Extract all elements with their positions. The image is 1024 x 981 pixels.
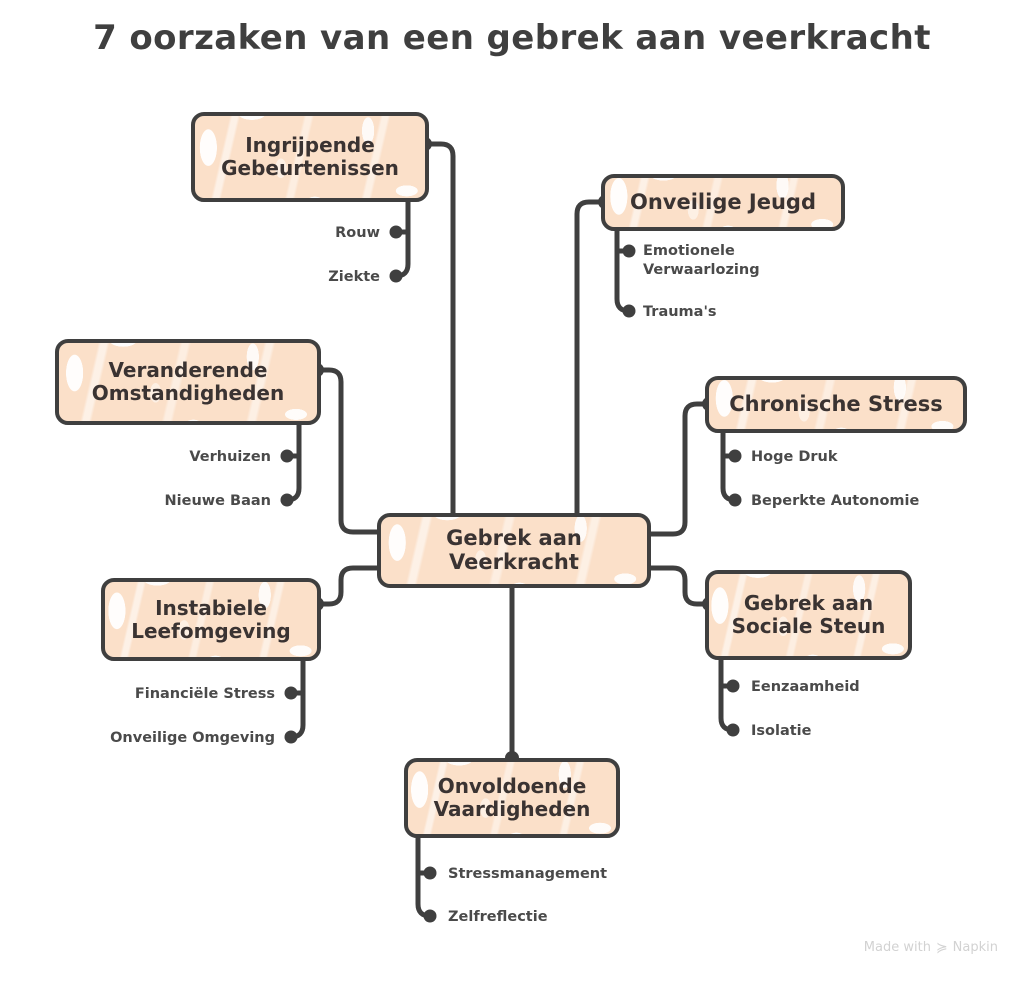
watermark-text: Made with: [863, 940, 931, 955]
node-onveilige-jeugd[interactable]: Onveilige Jeugd: [601, 174, 845, 231]
node-label-line1: Instabiele: [155, 595, 267, 620]
dot-gs-2: [726, 723, 740, 737]
dot-ig-2: [389, 269, 403, 283]
node-label-line2: Veerkracht: [449, 549, 579, 574]
dot-cs-2: [728, 493, 742, 507]
node-label-line1: Gebrek aan: [743, 591, 874, 616]
node-label: Instabiele Leefomgeving: [121, 595, 300, 643]
subitem-financiele-stress[interactable]: Financiële Stress: [134, 686, 275, 702]
subline-il-2: [288, 690, 306, 740]
page-title: 7 oorzaken van een gebrek aan veerkracht: [93, 18, 931, 58]
subitem-emotionele-verwaarlozing[interactable]: Emotionele Verwaarlozing: [643, 242, 760, 280]
dot-il-2: [284, 730, 298, 744]
connector-onveilige-jeugd: [574, 199, 608, 516]
node-label-line2: Vaardigheden: [433, 797, 591, 821]
node-instabiele-leefomgeving[interactable]: Instabiele Leefomgeving: [101, 578, 321, 661]
node-label: Gebrek aan Sociale Steun: [722, 592, 896, 638]
node-label-line2: Omstandigheden: [91, 381, 285, 405]
dot-vo-2: [280, 493, 294, 507]
connector-veranderende: [314, 367, 380, 535]
subitem-isolatie[interactable]: Isolatie: [751, 723, 812, 739]
watermark: Made with ≽ Napkin: [864, 940, 998, 955]
subline-vo-2: [284, 453, 302, 503]
subitem-line2: Verwaarlozing: [643, 261, 760, 278]
watermark-brand: Napkin: [952, 940, 998, 955]
node-ingrijpende-gebeurtenissen[interactable]: Ingrijpende Gebeurtenissen: [191, 112, 429, 202]
subline-ov-2: [415, 870, 433, 919]
subline-gs-2: [718, 683, 736, 733]
node-label: Onvoldoende Vaardigheden: [424, 775, 601, 821]
dot-gs-1: [726, 679, 740, 693]
subitem-verhuizen[interactable]: Verhuizen: [189, 449, 271, 465]
dot-oj-2: [622, 304, 636, 318]
dot-vo-1: [280, 449, 294, 463]
node-label-line2: Gebeurtenissen: [221, 156, 399, 180]
node-veranderende-omstandigheden[interactable]: Veranderende Omstandigheden: [55, 339, 321, 425]
node-onvoldoende-vaardigheden[interactable]: Onvoldoende Vaardigheden: [404, 758, 620, 838]
subitem-nieuwe-baan[interactable]: Nieuwe Baan: [164, 493, 271, 509]
node-label: Gebrek aan Veerkracht: [436, 525, 592, 575]
connector-ingrijpende: [422, 141, 456, 516]
subitem-ziekte[interactable]: Ziekte: [328, 269, 380, 285]
node-label-line1: Onveilige Jeugd: [630, 189, 816, 214]
node-center-gebrek-aan-veerkracht[interactable]: Gebrek aan Veerkracht: [377, 513, 651, 588]
node-label-line1: Veranderende: [108, 358, 268, 383]
dot-ov-2: [423, 909, 437, 923]
subline-cs-2: [720, 453, 738, 503]
node-label-line2: Sociale Steun: [731, 614, 886, 638]
connector-instabiele: [314, 565, 380, 607]
node-label: Ingrijpende Gebeurtenissen: [211, 134, 409, 180]
dot-cs-1: [728, 449, 742, 463]
node-label: Veranderende Omstandigheden: [82, 359, 294, 405]
subitem-beperkte-autonomie[interactable]: Beperkte Autonomie: [751, 493, 920, 509]
subitem-hoge-druk[interactable]: Hoge Druk: [751, 449, 838, 465]
connector-sociale-steun: [648, 565, 712, 607]
node-chronische-stress[interactable]: Chronische Stress: [705, 376, 967, 433]
subitem-stressmanagement[interactable]: Stressmanagement: [448, 866, 608, 882]
dot-ig-1: [389, 225, 403, 239]
subitem-rouw[interactable]: Rouw: [335, 225, 380, 241]
node-label-line1: Chronische Stress: [729, 391, 943, 416]
connector-chronische: [648, 401, 712, 537]
node-label-line2: Leefomgeving: [131, 618, 291, 643]
node-label: Onveilige Jeugd: [620, 189, 826, 215]
dot-ov-1: [423, 866, 437, 880]
subline-ig-2: [393, 229, 411, 279]
node-label-line1: Onvoldoende: [437, 774, 587, 799]
subitem-zelfreflectie[interactable]: Zelfreflectie: [448, 909, 548, 925]
subitem-eenzaamheid[interactable]: Eenzaamheid: [751, 679, 860, 695]
dot-oj-1: [622, 244, 636, 258]
dot-il-1: [284, 686, 298, 700]
subline-oj-2: [614, 248, 632, 314]
subitem-line1: Emotionele: [643, 243, 735, 259]
node-label-line1: Ingrijpende: [245, 133, 375, 158]
node-gebrek-aan-sociale-steun[interactable]: Gebrek aan Sociale Steun: [705, 570, 912, 660]
node-label-line1: Gebrek aan: [446, 525, 582, 550]
node-label: Chronische Stress: [719, 391, 953, 417]
napkin-logo-icon: ≽: [935, 939, 948, 956]
subitem-onveilige-omgeving[interactable]: Onveilige Omgeving: [110, 730, 275, 746]
subitem-traumas[interactable]: Trauma's: [643, 304, 717, 320]
